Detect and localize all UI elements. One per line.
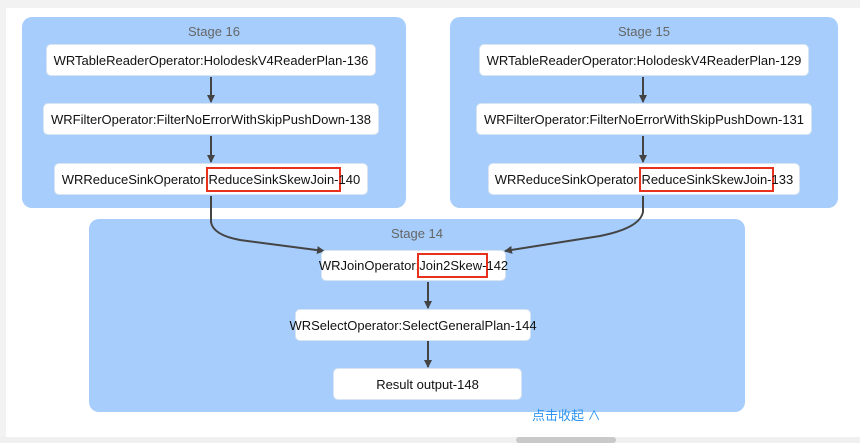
node-label: Result output-148 <box>376 376 479 392</box>
node-reduce-sink-140[interactable]: WRReduceSinkOperator:ReduceSinkSkewJoin-… <box>54 163 368 195</box>
node-label-suffix: 142 <box>486 258 509 273</box>
stage-title: Stage 15 <box>617 24 671 39</box>
node-label: WRFilterOperator:FilterNoErrorWithSkipPu… <box>50 111 372 127</box>
stage-title: Stage 16 <box>187 24 241 39</box>
node-label-prefix: WRJoinOperator: <box>318 258 420 273</box>
node-label-prefix: WRReduceSinkOperator: <box>494 171 642 187</box>
node-join-142[interactable]: WRJoinOperator:Join2Skew-142 <box>318 250 509 281</box>
node-select-144[interactable]: WRSelectOperator:SelectGeneralPlan-144 <box>289 309 537 341</box>
highlighted-text: ReduceSinkSkewJoin- <box>206 166 341 192</box>
stage-title: Stage 14 <box>390 226 444 241</box>
node-label: WRTableReaderOperator:HolodeskV4ReaderPl… <box>486 52 802 68</box>
node-filter-131[interactable]: WRFilterOperator:FilterNoErrorWithSkipPu… <box>476 103 812 135</box>
node-label: WRFilterOperator:FilterNoErrorWithSkipPu… <box>483 111 805 127</box>
scrollbar-thumb[interactable] <box>516 437 616 443</box>
horizontal-scrollbar[interactable] <box>0 437 860 443</box>
highlighted-text: ReduceSinkSkewJoin- <box>639 166 774 192</box>
highlighted-text: Join2Skew- <box>417 253 489 278</box>
node-label-suffix: 140 <box>338 171 361 187</box>
node-reduce-sink-133[interactable]: WRReduceSinkOperator:ReduceSinkSkewJoin-… <box>488 163 800 195</box>
node-label-suffix: 133 <box>771 171 794 187</box>
node-filter-138[interactable]: WRFilterOperator:FilterNoErrorWithSkipPu… <box>43 103 379 135</box>
node-table-reader-129[interactable]: WRTableReaderOperator:HolodeskV4ReaderPl… <box>479 44 809 76</box>
node-label: WRTableReaderOperator:HolodeskV4ReaderPl… <box>53 52 369 68</box>
node-table-reader-136[interactable]: WRTableReaderOperator:HolodeskV4ReaderPl… <box>46 44 376 76</box>
node-label: WRSelectOperator:SelectGeneralPlan-144 <box>289 317 537 333</box>
collapse-link[interactable]: 点击收起 ∧ <box>532 408 601 423</box>
node-label-prefix: WRReduceSinkOperator: <box>61 171 209 187</box>
node-result-output-148[interactable]: Result output-148 <box>333 368 522 400</box>
